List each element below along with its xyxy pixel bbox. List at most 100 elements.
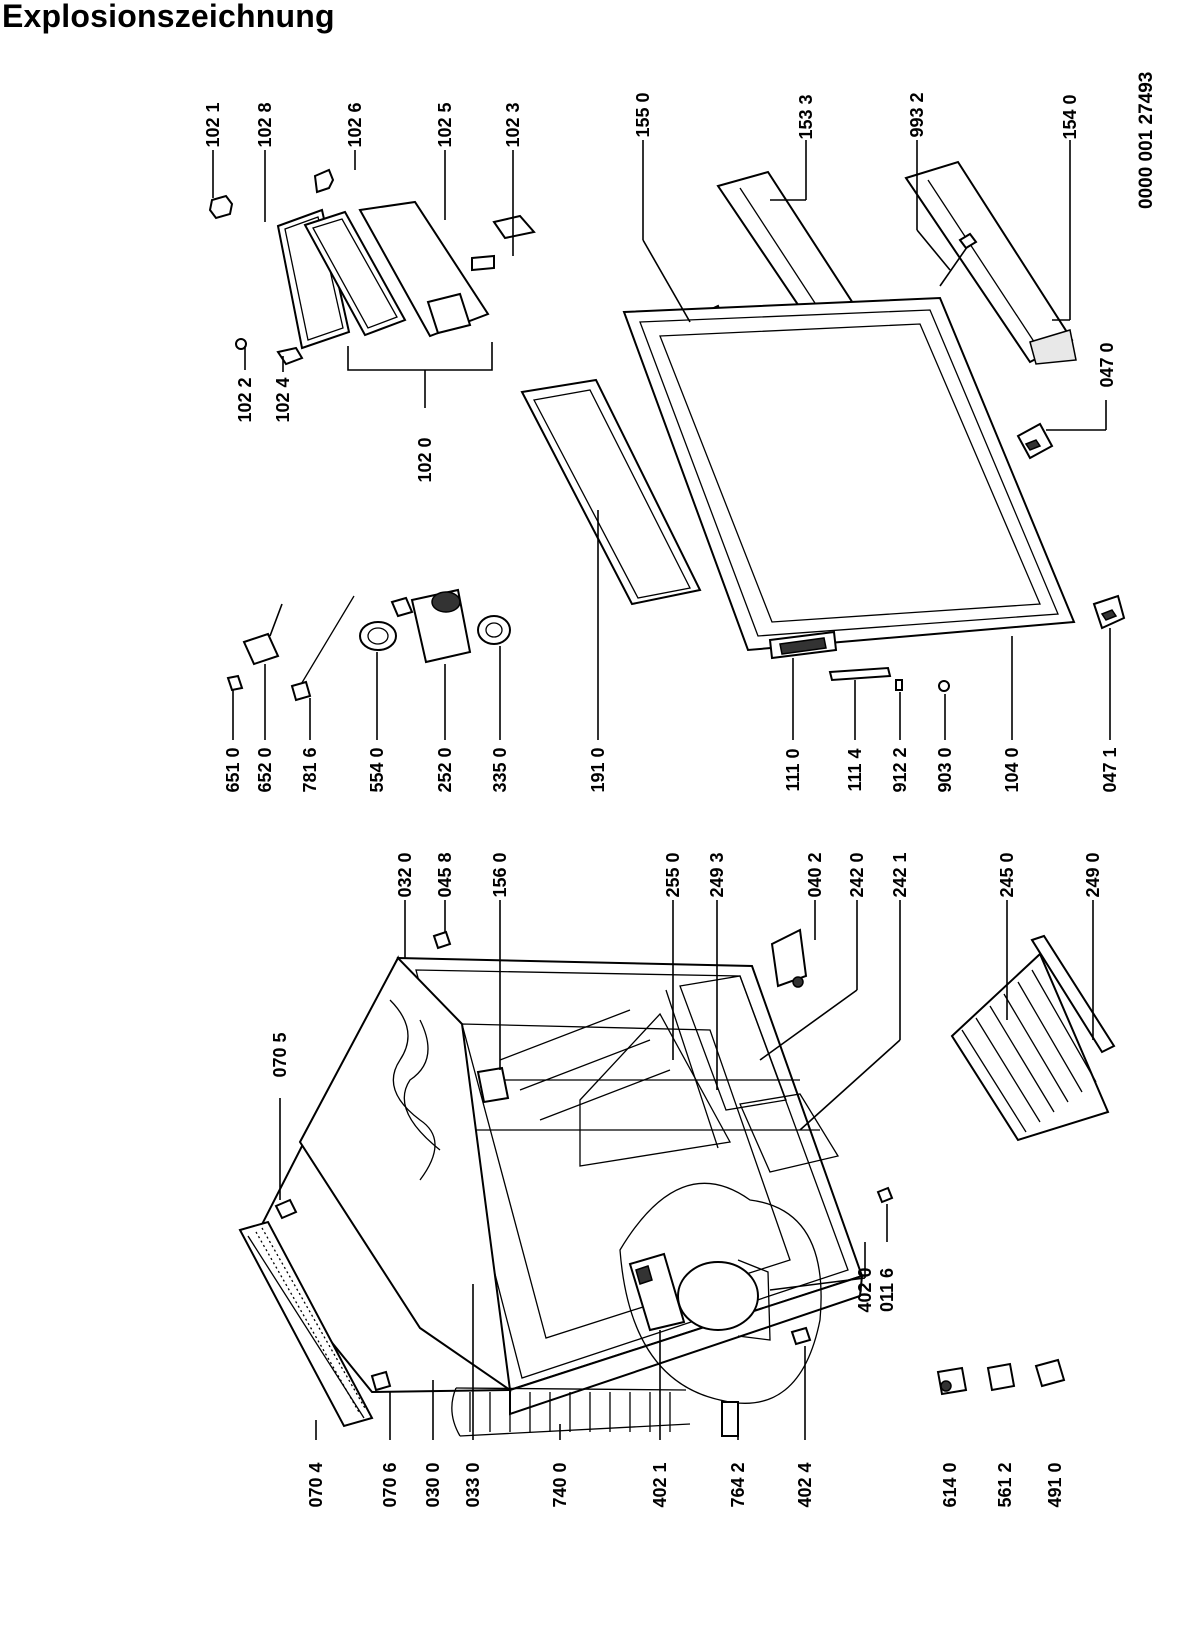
part-label-7400: 740 0 <box>550 1462 570 1507</box>
part-652-0-thermostat <box>242 603 283 666</box>
part-242-1-crisper <box>739 1093 840 1173</box>
part-033-0-top-panel <box>298 956 512 1393</box>
part-040-2-hinge <box>770 928 808 988</box>
part-047-1-hinge <box>1092 594 1126 630</box>
part-label-6520: 652 0 <box>255 747 275 792</box>
part-label-1540: 154 0 <box>1060 94 1080 139</box>
part-label-1023: 102 3 <box>503 102 523 147</box>
part-255-0-glass-shelf <box>579 1012 732 1167</box>
part-402-0-compressor <box>619 1182 822 1404</box>
part-label-1021: 102 1 <box>203 102 223 147</box>
part-label-1114: 111 4 <box>845 748 865 791</box>
part-label-0704: 070 4 <box>306 1462 326 1507</box>
part-label-2420: 242 0 <box>847 852 867 897</box>
part-242-0-crisper <box>679 975 787 1111</box>
part-614-0 <box>936 1366 968 1396</box>
part-label-4021: 402 1 <box>650 1462 670 1507</box>
part-156-0-egg-insert <box>476 1066 510 1104</box>
part-102-8-freezer-door-gasket <box>276 208 351 350</box>
part-245-0-wire-shelf <box>950 952 1110 1142</box>
part-label-6140: 614 0 <box>940 1462 960 1507</box>
part-label-7816: 781 6 <box>300 747 320 792</box>
part-label-1022: 102 2 <box>235 377 255 422</box>
part-label-2490: 249 0 <box>1083 852 1103 897</box>
part-label-9122: 912 2 <box>890 747 910 792</box>
part-554-0-knob <box>359 596 414 651</box>
part-252-0-light-housing <box>410 588 472 664</box>
part-label-1533: 153 3 <box>796 94 816 139</box>
part-label-0330: 033 0 <box>463 1462 483 1507</box>
part-label-2493: 249 3 <box>707 852 727 897</box>
part-label-1560: 156 0 <box>490 852 510 897</box>
part-993-2-bottle-holder <box>939 232 978 287</box>
parts-group <box>208 160 1126 1437</box>
part-070-4-grille <box>238 1220 374 1428</box>
part-102-5-plate <box>492 214 536 240</box>
part-781-6-sensor <box>290 595 355 702</box>
part-102-freezer-housing <box>358 200 490 338</box>
part-label-5540: 554 0 <box>367 747 387 792</box>
part-label-1028: 102 8 <box>255 102 275 147</box>
part-102-3-clip <box>471 254 495 272</box>
part-label-0300: 030 0 <box>423 1462 443 1507</box>
part-764-2-drier <box>721 1401 739 1437</box>
part-191-0-door-panel <box>520 378 702 606</box>
part-402-1-relay <box>628 1252 686 1332</box>
part-011-6-grommet <box>876 1186 894 1204</box>
part-label-0471: 047 1 <box>1100 747 1120 792</box>
part-number-labels: 102 1 102 8 102 6 102 5 102 3 155 0 153 3 993 2… <box>203 92 1120 1507</box>
part-102-2-screw <box>235 338 247 350</box>
part-label-1025: 102 5 <box>435 102 455 147</box>
part-label-4024: 402 4 <box>795 1462 815 1507</box>
part-154-0-bottle-shelf <box>904 160 1077 365</box>
part-045-8-screw <box>432 930 452 950</box>
page-title: Explosionszeichnung <box>2 0 335 34</box>
part-402-4-clip <box>790 1326 812 1346</box>
part-label-1910: 191 0 <box>588 747 608 792</box>
part-label-2550: 255 0 <box>663 852 683 897</box>
part-label-0470: 047 0 <box>1097 342 1117 387</box>
part-047-0-hinge <box>1016 422 1054 460</box>
part-912-2-screw <box>895 679 903 691</box>
part-label-9030: 903 0 <box>935 747 955 792</box>
part-label-2421: 242 1 <box>890 852 910 897</box>
part-label-1110: 111 0 <box>783 748 803 791</box>
part-111-0-handle <box>768 630 838 660</box>
part-label-0116: 011 6 <box>877 1268 897 1312</box>
part-label-4020: 402 0 <box>855 1267 875 1312</box>
part-label-0320: 032 0 <box>395 852 415 897</box>
part-102-4-bracket <box>276 346 304 366</box>
part-label-3350: 335 0 <box>490 747 510 792</box>
part-label-0706: 070 6 <box>380 1462 400 1507</box>
part-070-5-clip <box>274 1198 298 1220</box>
part-335-0-cap <box>477 615 511 645</box>
part-102-freezer-door <box>303 210 407 337</box>
part-102-6-hinge <box>313 168 335 194</box>
part-104-0-door <box>622 296 1076 652</box>
part-label-6510: 651 0 <box>223 747 243 792</box>
leader-lines <box>212 140 1111 1440</box>
part-903-0-cap <box>938 680 950 692</box>
part-label-1020: 102 0 <box>415 437 435 482</box>
part-651-0-lamp <box>226 674 244 692</box>
part-label-2520: 252 0 <box>435 747 455 792</box>
part-249-3-rail <box>665 989 719 1149</box>
part-label-0458: 045 8 <box>435 852 455 897</box>
part-label-0705: 070 5 <box>270 1032 290 1077</box>
part-label-1040: 104 0 <box>1002 747 1022 792</box>
part-070-6-clip <box>370 1370 392 1392</box>
part-111-4-strip <box>828 666 892 682</box>
part-label-4910: 491 0 <box>1045 1462 1065 1507</box>
part-label-7642: 764 2 <box>728 1462 748 1507</box>
part-740-0-condenser <box>451 1387 691 1437</box>
part-label-1026: 102 6 <box>345 102 365 147</box>
part-label-1550: 155 0 <box>633 92 653 137</box>
part-label-5612: 561 2 <box>995 1462 1015 1507</box>
part-102-1-latch <box>208 194 234 220</box>
part-561-2 <box>986 1362 1016 1392</box>
part-label-2450: 245 0 <box>997 852 1017 897</box>
part-label-1024: 102 4 <box>273 377 293 422</box>
part-491-0 <box>1034 1358 1066 1388</box>
part-label-9932: 993 2 <box>907 92 927 137</box>
